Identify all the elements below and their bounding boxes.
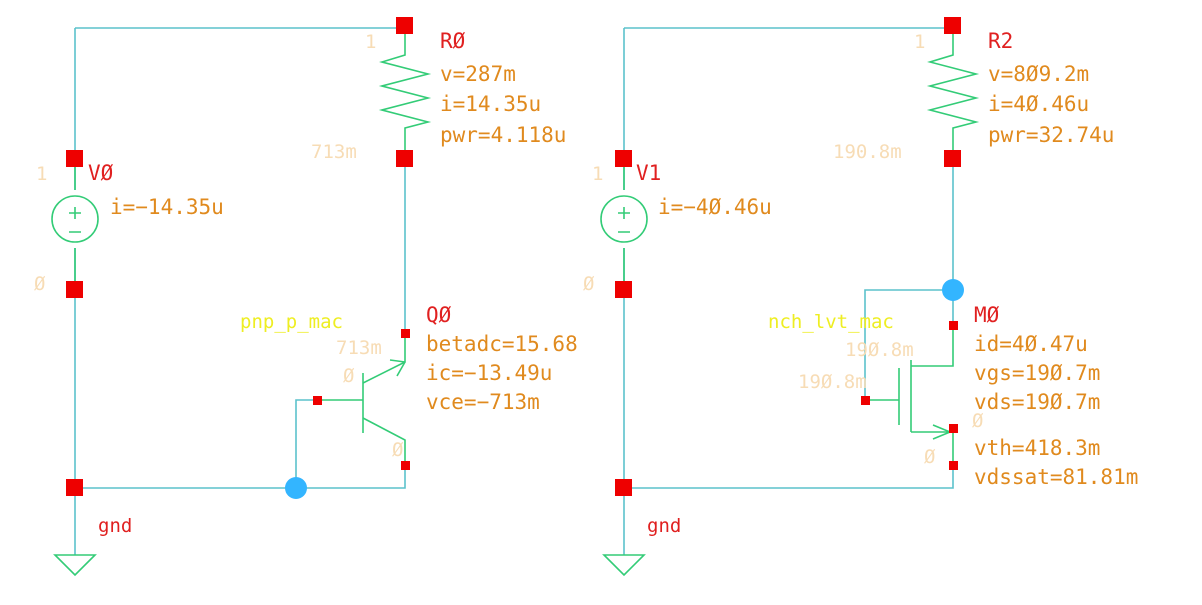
- right-nmos-transistor-symbol: [865, 325, 954, 465]
- left-q0-cell-label: pnp_p_mac: [240, 311, 343, 333]
- right-r2-pin-bottom-label: 190.8m: [833, 141, 902, 163]
- right-r2-name: R2: [988, 29, 1013, 53]
- left-pnp-transistor-symbol: [318, 333, 406, 465]
- right-m0-param: id=4Ø.47u: [974, 332, 1088, 356]
- right-v1-name: V1: [636, 161, 661, 185]
- left-resistor-symbol: [378, 28, 432, 158]
- left-circuit: 1 713m 1 Ø 713m Ø Ø RØ VØ QØ pnp_p_mac v…: [34, 17, 578, 577]
- right-pin-m0-drain: [949, 321, 958, 330]
- left-q0-base-label: Ø: [343, 365, 355, 387]
- left-v0-param: i=−14.35u: [110, 195, 224, 219]
- right-m0-param: vgs=19Ø.7m: [974, 361, 1100, 385]
- left-r0-param: i=14.35u: [440, 92, 541, 116]
- right-pin-m0-gate: [861, 396, 870, 405]
- right-r2-param: v=8Ø9.2m: [988, 62, 1089, 86]
- right-ground-label: gnd: [647, 515, 681, 537]
- right-v1-param: i=−4Ø.46u: [658, 195, 772, 219]
- right-m0-gate-label: 19Ø.8m: [798, 371, 867, 393]
- left-r0-param: pwr=4.118u: [440, 123, 566, 147]
- left-pin-r0-bottom: [396, 150, 413, 167]
- right-m0-drain-label: 19Ø.8m: [845, 339, 914, 361]
- left-q0-name: QØ: [426, 303, 452, 327]
- right-v1-pin-top-label: 1: [592, 163, 603, 185]
- left-r0-name: RØ: [440, 29, 466, 53]
- right-pin-m0-bulk: [949, 424, 958, 433]
- right-r2-pin-top-label: 1: [914, 31, 925, 53]
- right-circuit: 1 190.8m 1 Ø 19Ø.8m 19Ø.8m Ø Ø R2 V1 MØ …: [583, 17, 1138, 577]
- right-m0-cell-label: nch_lvt_mac: [768, 311, 894, 333]
- left-pin-q0-collector: [401, 329, 410, 338]
- right-wire-gate-loop: [864, 289, 953, 400]
- left-q0-param: betadc=15.68: [426, 332, 578, 356]
- right-pin-r2-top: [944, 17, 961, 34]
- left-pin-gnd: [66, 479, 83, 496]
- left-q0-param: vce=−713m: [426, 390, 540, 414]
- left-pin-v0-top: [66, 150, 83, 167]
- left-v0-pin-top-label: 1: [36, 163, 47, 185]
- left-wire-base-loop: [295, 399, 318, 488]
- right-resistor-symbol: [926, 28, 980, 158]
- left-r0-pin-bottom-label: 713m: [311, 141, 357, 163]
- left-v0-name: VØ: [88, 161, 114, 185]
- left-q0-param: ic=−13.49u: [426, 361, 552, 385]
- right-m0-name: MØ: [974, 303, 1000, 327]
- left-junction-dot: [285, 477, 307, 499]
- right-m0-source-label: Ø: [924, 446, 936, 468]
- left-wire-bottom: [75, 465, 406, 489]
- right-ground-symbol: [602, 554, 646, 577]
- right-m0-bulk-label: Ø: [972, 410, 984, 432]
- left-v0-pin-bottom-label: Ø: [34, 273, 46, 295]
- right-wire-bottom: [624, 465, 954, 489]
- right-m0-param: vdssat=81.81m: [974, 465, 1138, 489]
- left-r0-param: v=287m: [440, 62, 516, 86]
- right-v1-pin-bottom-label: Ø: [583, 273, 595, 295]
- left-ground-label: gnd: [98, 515, 132, 537]
- right-pin-v1-bottom: [615, 281, 632, 298]
- right-junction-dot: [942, 279, 964, 301]
- right-r2-param: pwr=32.74u: [988, 123, 1114, 147]
- left-pin-q0-emitter: [401, 461, 410, 470]
- left-r0-pin-top-label: 1: [365, 31, 376, 53]
- left-ground-symbol: [53, 554, 97, 577]
- right-m0-param: vds=19Ø.7m: [974, 390, 1100, 414]
- right-pin-gnd: [615, 479, 632, 496]
- left-pin-r0-top: [396, 17, 413, 34]
- right-pin-r2-bottom: [944, 150, 961, 167]
- left-pin-v0-bottom: [66, 281, 83, 298]
- left-q0-emitter-label: Ø: [392, 439, 404, 461]
- left-pin-q0-base: [313, 396, 322, 405]
- left-q0-collector-label: 713m: [336, 337, 382, 359]
- right-pin-m0-source: [949, 461, 958, 470]
- right-m0-param: vth=418.3m: [974, 436, 1100, 460]
- right-r2-param: i=4Ø.46u: [988, 92, 1089, 116]
- right-pin-v1-top: [615, 150, 632, 167]
